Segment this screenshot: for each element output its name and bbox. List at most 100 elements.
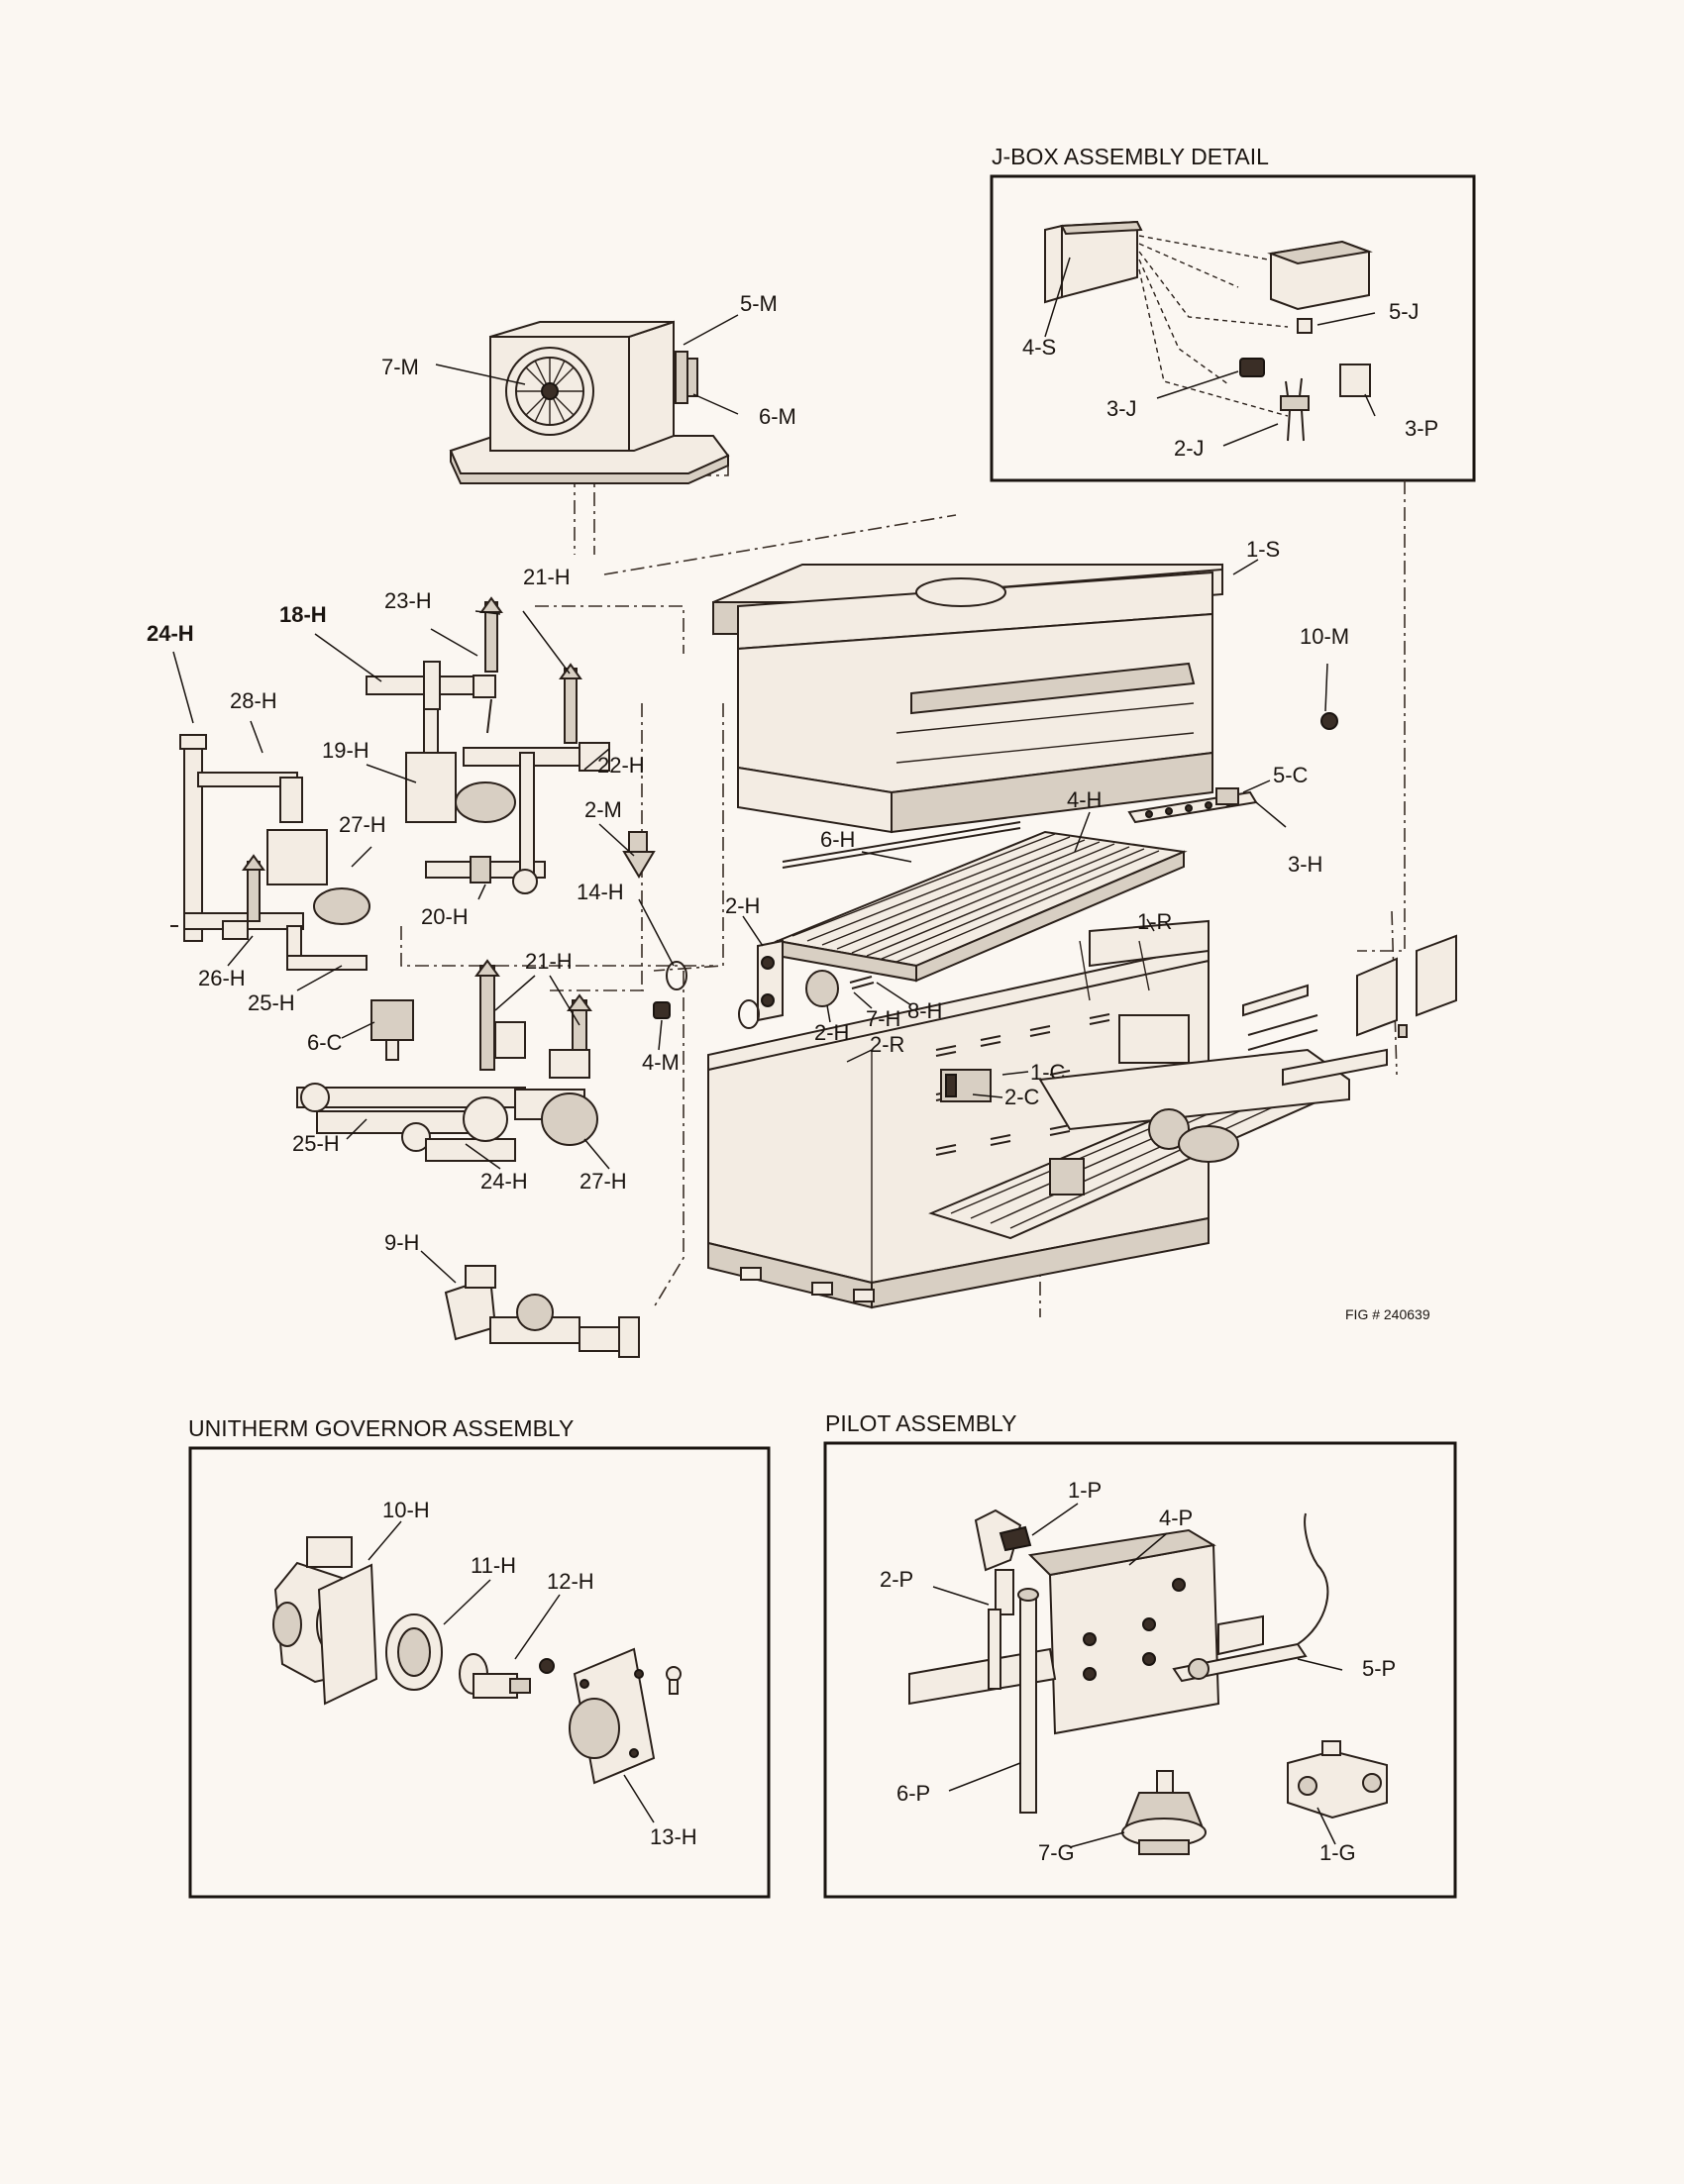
leader-6h — [861, 851, 912, 863]
leader-27h-bot — [583, 1138, 610, 1170]
figure-number: FIG # 240639 — [1345, 1306, 1430, 1322]
label-1r: 1-R — [1137, 909, 1172, 934]
left-piping — [170, 734, 370, 971]
leader-9h — [420, 1250, 457, 1284]
motor-6m — [675, 351, 688, 404]
leader-4m — [658, 1019, 663, 1051]
label-5p: 5-P — [1362, 1656, 1396, 1681]
label-13h: 13-H — [650, 1824, 697, 1849]
label-4h: 4-H — [1067, 787, 1102, 812]
leader-3p — [1364, 393, 1376, 417]
label-2r: 2-R — [870, 1032, 904, 1057]
assembly-center-lines — [400, 466, 1406, 1317]
jbox-cover-5j — [1267, 240, 1373, 311]
label-3h: 3-H — [1288, 852, 1322, 877]
leader-7g — [1069, 1831, 1125, 1848]
label-7h: 7-H — [866, 1006, 900, 1031]
sensor-10m — [1320, 712, 1338, 730]
label-23h: 23-H — [384, 588, 432, 613]
jbox-explode-lines — [1138, 235, 1289, 417]
fitting-4m — [653, 1001, 671, 1019]
governor-ring-11h — [385, 1613, 443, 1691]
gauge-22h — [564, 668, 578, 744]
jbox-plug-3j — [1239, 358, 1265, 377]
label-2c: 2-C — [1004, 1085, 1040, 1109]
leader-21h-top — [474, 610, 571, 675]
burner-tray — [928, 1048, 1350, 1240]
leader-13h — [623, 1774, 655, 1823]
leader-25h-bot — [346, 1118, 368, 1140]
leader-22h — [583, 748, 610, 771]
leader-6p — [948, 1762, 1021, 1792]
label-10m: 10-M — [1300, 624, 1349, 649]
side-panels — [1242, 934, 1457, 1087]
label-14h: 14-H — [577, 880, 624, 904]
label-2h-mid: 2-H — [814, 1020, 849, 1045]
label-7m: 7-M — [381, 355, 419, 379]
governor-washer — [539, 1658, 555, 1674]
label-20h: 20-H — [421, 904, 469, 929]
leader-2c — [972, 1093, 1003, 1098]
label-2h-top: 2-H — [725, 893, 760, 918]
pilot-rail — [908, 1647, 1057, 1706]
label-25h-top: 25-H — [248, 990, 295, 1015]
leader-14h — [638, 898, 675, 967]
leader-7h — [853, 991, 873, 1009]
label-12h: 12-H — [547, 1569, 594, 1594]
leader-8h — [876, 982, 912, 1006]
part-7h — [849, 976, 875, 989]
leader-25h-top — [296, 965, 343, 991]
label-3j: 3-J — [1106, 396, 1137, 421]
label-7g: 7-G — [1038, 1840, 1075, 1865]
leader-28h — [250, 720, 263, 754]
lower-piping — [296, 959, 598, 1162]
leader-2r — [846, 1049, 873, 1063]
top-hood-1s — [712, 563, 1223, 834]
pilot-panel-title: PILOT ASSEMBLY — [825, 1410, 1016, 1436]
label-27h-bot: 27-H — [579, 1169, 627, 1194]
leader-10h — [368, 1520, 402, 1561]
leader-2p — [932, 1586, 990, 1606]
label-26h: 26-H — [198, 966, 246, 990]
label-6h: 6-H — [820, 827, 855, 852]
switch-5c — [1215, 787, 1239, 805]
leader-19h — [366, 764, 417, 783]
leader-4s — [1044, 257, 1071, 338]
label-24h-bot: 24-H — [480, 1169, 528, 1194]
label-1g: 1-G — [1319, 1840, 1356, 1865]
label-4m: 4-M — [642, 1050, 680, 1075]
pilot-bracket-4p — [1027, 1528, 1220, 1735]
label-27h-top: 27-H — [339, 812, 386, 837]
leader-3h — [1255, 801, 1287, 828]
leader-24h-bot — [465, 1143, 501, 1170]
pilot-panel-frame — [823, 1441, 1457, 1899]
leader-1p — [1031, 1503, 1079, 1536]
jbox-small-plate — [1297, 318, 1313, 334]
leader-12h — [514, 1594, 561, 1660]
label-4p: 4-P — [1159, 1506, 1193, 1530]
leader-1s — [1232, 559, 1259, 575]
leader-6c — [341, 1021, 375, 1039]
label-2m: 2-M — [584, 797, 622, 822]
gasket-14h — [666, 961, 687, 990]
leader-2h-mid — [826, 1004, 831, 1023]
pilot-electrode-5p — [1172, 1512, 1329, 1683]
leader-3j — [1156, 370, 1239, 399]
label-6p: 6-P — [896, 1781, 930, 1806]
leader-2m — [598, 823, 635, 857]
pilot-fitting-1g — [1287, 1740, 1388, 1820]
label-9h: 9-H — [384, 1230, 419, 1255]
governor-housing-10h — [272, 1536, 378, 1706]
label-21h-top: 21-H — [523, 565, 571, 589]
pilot-tube-6p — [1019, 1594, 1037, 1814]
leader-26h — [227, 935, 254, 967]
leader-1c — [1001, 1071, 1029, 1076]
label-10h: 10-H — [382, 1498, 430, 1522]
leader-1g — [1316, 1807, 1336, 1845]
label-19h: 19-H — [322, 738, 369, 763]
leader-24h-top — [172, 651, 194, 724]
governor-panel-frame — [188, 1446, 771, 1899]
blower-assembly — [449, 320, 730, 484]
